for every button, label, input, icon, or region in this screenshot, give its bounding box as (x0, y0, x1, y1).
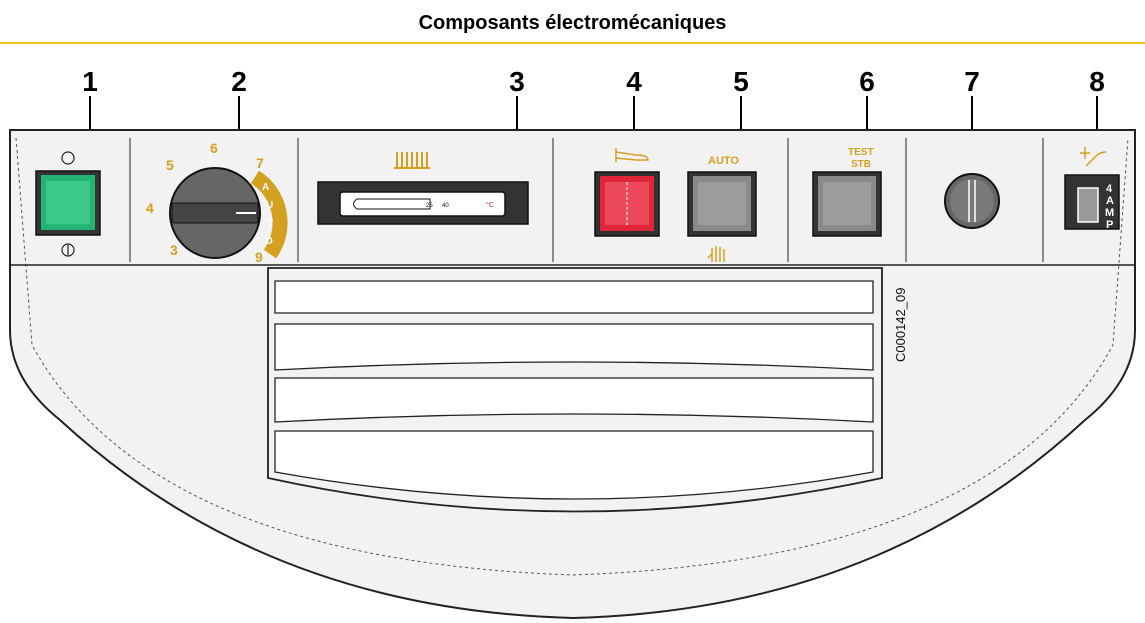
strip-dividers (129, 138, 1044, 262)
callout-5: 5 (733, 66, 749, 97)
auto-label: AUTO (708, 155, 739, 167)
temperature-selector[interactable]: 3 4 5 6 7 9 A U T O (146, 140, 288, 265)
test-label: TEST (848, 147, 874, 158)
panel-inner-contour (15, 137, 1129, 576)
callout-8: 8 (1089, 66, 1105, 97)
fuse-letter-a: A (1106, 195, 1114, 207)
scale-6: 6 (210, 140, 218, 156)
callout-2: 2 (231, 66, 247, 97)
callout-1: 1 (82, 66, 98, 97)
alarm-button[interactable] (594, 148, 660, 237)
scale-5: 5 (166, 157, 174, 173)
fuse-icon (1080, 147, 1107, 167)
fuse-letter-4: 4 (1106, 183, 1113, 195)
scale-4: 4 (146, 200, 154, 216)
test-stb-button[interactable]: TEST STB (812, 147, 882, 237)
stb-label: STB (851, 159, 871, 170)
auto-letter-o: O (265, 236, 273, 247)
auto-letter-u: U (266, 200, 273, 211)
fuse-letter-p: P (1106, 219, 1113, 231)
auto-arc (250, 170, 288, 259)
rotary-knob[interactable] (944, 173, 1000, 229)
scale-7: 7 (256, 155, 264, 171)
thermo-mark-25: 25 (426, 203, 433, 209)
callout-4: 4 (626, 66, 642, 97)
fuse-holder[interactable]: 4 A M P (1064, 147, 1120, 231)
horn-icon (615, 148, 649, 162)
auto-letter-a: A (262, 182, 269, 193)
scale-9: 9 (255, 249, 263, 265)
radiator-icon (394, 152, 430, 169)
main-power-switch[interactable] (35, 151, 101, 257)
fuse-letter-m: M (1105, 207, 1114, 219)
callout-6: 6 (859, 66, 875, 97)
scale-3: 3 (170, 242, 178, 258)
thermo-unit: °C (486, 201, 494, 209)
page-title: Composants électromécaniques (418, 12, 727, 34)
auto-letter-t: T (267, 218, 273, 229)
manual-hand-icon (707, 246, 725, 262)
thermometer: 25 40 °C (317, 152, 529, 225)
header-rule (0, 42, 1145, 44)
callout-7: 7 (964, 66, 980, 97)
thermo-mark-40: 40 (442, 203, 449, 209)
document-tray (267, 267, 883, 513)
reference-code: C000142_09 (893, 288, 908, 362)
callout-3: 3 (509, 66, 525, 97)
auto-manual-button[interactable]: AUTO (687, 155, 757, 262)
